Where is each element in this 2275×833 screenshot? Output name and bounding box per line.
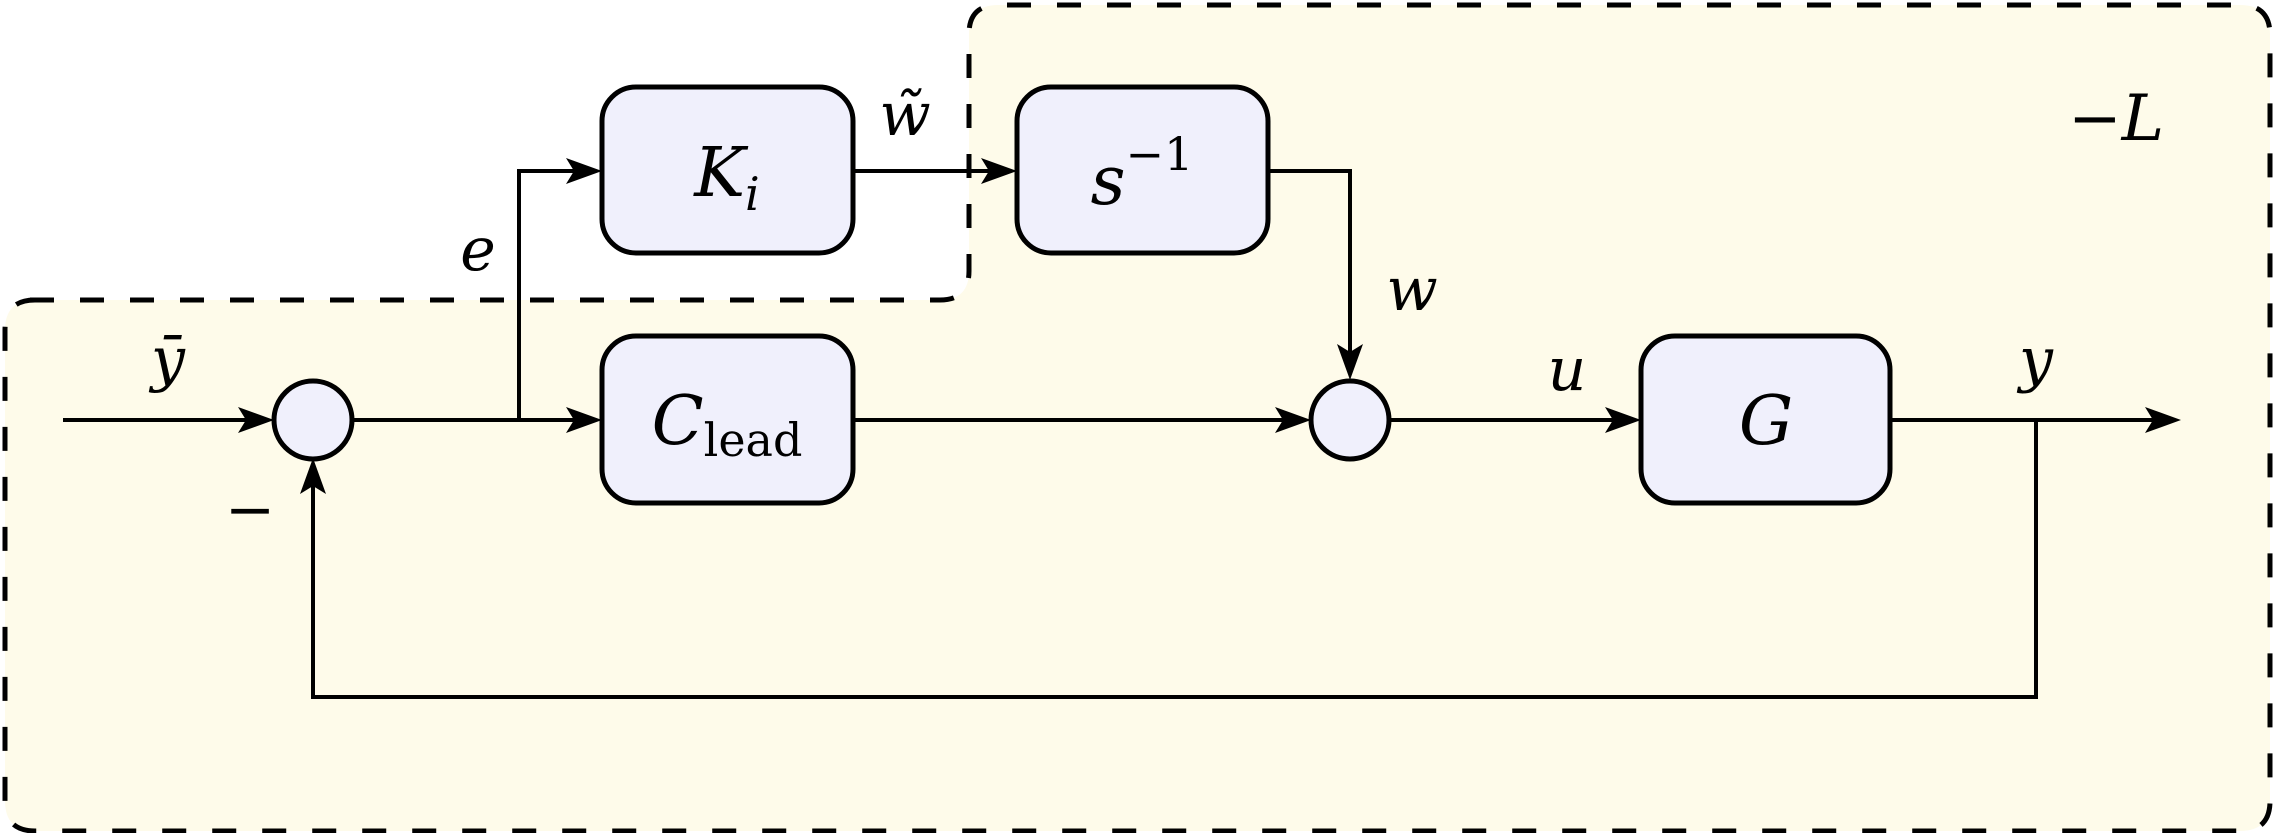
block-ki-label: Ki xyxy=(692,134,760,221)
block-plant-label: G xyxy=(1739,382,1793,461)
block-plant[interactable]: G xyxy=(1638,333,1893,506)
region-label: −L xyxy=(2068,82,2164,156)
signal-label-output: y xyxy=(2016,325,2054,395)
block-plant-box[interactable] xyxy=(1638,333,1893,506)
block-clead[interactable]: Clead xyxy=(599,333,856,506)
feedback-sign: − xyxy=(225,475,275,545)
block-ki-box[interactable] xyxy=(599,84,856,256)
arrowhead-plant-input xyxy=(1605,407,1641,433)
block-integrator[interactable]: s−1 xyxy=(1014,84,1271,256)
block-clead-label: Clead xyxy=(652,382,803,467)
signal-label-reference: ȳ xyxy=(148,325,186,395)
arrowhead-junction1-bottom xyxy=(300,458,326,494)
signal-label-control: u xyxy=(1548,335,1587,405)
block-integrator-label: s−1 xyxy=(1091,127,1194,221)
signal-label-integrator-output: w xyxy=(1386,255,1437,325)
block-integrator-box[interactable] xyxy=(1014,84,1271,256)
signal-label-ki-output: w̃ xyxy=(879,80,930,150)
block-clead-box[interactable] xyxy=(599,333,856,506)
arrowhead-junction2-top xyxy=(1337,344,1363,380)
signal-label-error: e xyxy=(460,215,496,285)
arrowhead-clead-input xyxy=(566,407,602,433)
wire-error-branch xyxy=(517,169,596,420)
arrowhead-ki-input xyxy=(566,158,602,184)
arrowhead-junction2-left xyxy=(1275,407,1311,433)
arrowhead-integrator-input xyxy=(981,158,1017,184)
block-ki[interactable]: Ki xyxy=(599,84,856,256)
summing-junction-error[interactable] xyxy=(271,378,355,462)
wire-integrator-output xyxy=(1268,169,1352,374)
arrowhead-reference xyxy=(238,407,274,433)
arrowhead-output xyxy=(2145,407,2181,433)
summing-junction-control[interactable] xyxy=(1308,378,1392,462)
wire-feedback xyxy=(311,420,2038,699)
